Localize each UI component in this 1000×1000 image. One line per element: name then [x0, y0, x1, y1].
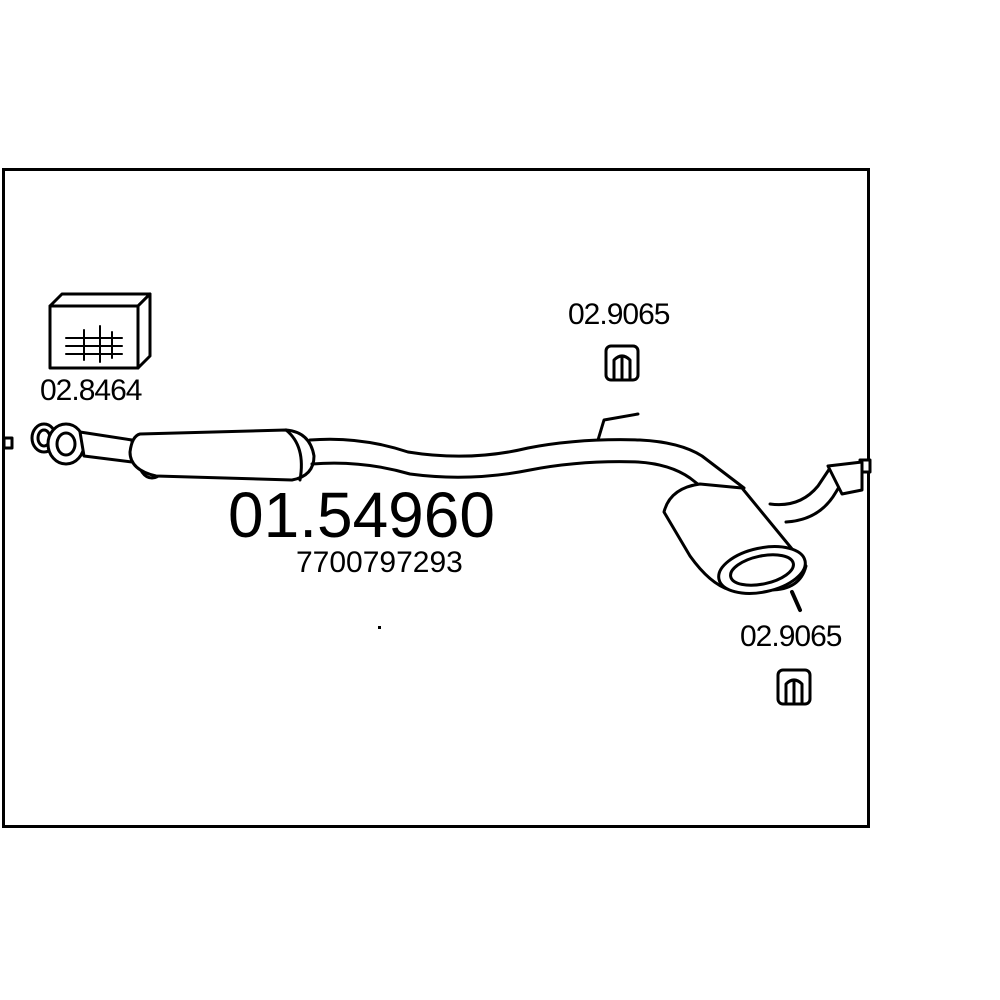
left-connector-mark — [2, 436, 14, 450]
hanger-part-number-bottom: 02.9065 — [740, 620, 842, 653]
inlet-pipe — [78, 430, 134, 464]
diagram-frame — [2, 168, 870, 828]
stray-dot — [378, 626, 381, 629]
pipe-hanger-bracket — [596, 412, 640, 442]
main-part-number: 01.54960 — [228, 479, 495, 551]
rear-muffler — [662, 482, 808, 595]
front-flange — [30, 422, 86, 466]
oem-part-number: 7700797293 — [296, 546, 463, 579]
rubber-hanger-icon — [776, 668, 812, 706]
center-muffler — [128, 428, 316, 482]
middle-pipe — [308, 437, 746, 508]
rubber-hanger-icon — [604, 344, 640, 382]
clamp-kit-box-icon — [48, 292, 152, 370]
clamp-part-number: 02.8464 — [40, 374, 142, 407]
tail-pipe — [768, 460, 864, 524]
rear-hanger-rod — [790, 590, 802, 612]
hanger-part-number-top: 02.9065 — [568, 298, 670, 331]
